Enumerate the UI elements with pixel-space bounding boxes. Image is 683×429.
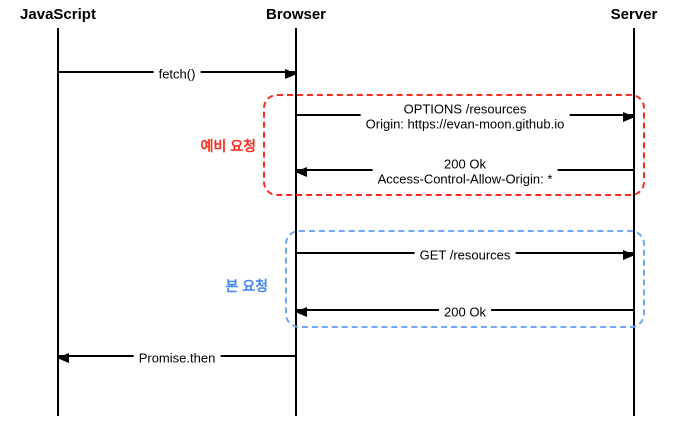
lifeline-javascript <box>57 28 59 416</box>
arrowhead-right-icon <box>623 112 635 122</box>
message-label-line: Origin: https://evan-moon.github.io <box>365 117 565 132</box>
message-label-line: Promise.then <box>138 350 216 366</box>
message-label-line: OPTIONS /resources <box>403 101 527 117</box>
arrowhead-left-icon <box>295 307 307 317</box>
message-label-line: fetch() <box>158 66 196 82</box>
message-main-response: 200 Ok <box>295 304 634 320</box>
actor-label-browser: Browser <box>265 6 327 23</box>
message-label-line: 200 Ok <box>444 156 486 172</box>
message-label: OPTIONS /resources Origin: https://evan-… <box>360 101 570 133</box>
arrowhead-left-icon <box>57 353 69 363</box>
main-request-group-box <box>285 230 645 328</box>
message-get-resources: GET /resources <box>296 247 635 263</box>
arrowhead-right-icon <box>623 250 635 260</box>
message-label: Promise.then <box>133 350 221 366</box>
message-fetch: fetch() <box>58 66 297 82</box>
message-label-line: Access-Control-Allow-Origin: * <box>377 172 553 187</box>
lifeline-server <box>633 28 635 416</box>
message-preflight-response: 200 Ok Access-Control-Allow-Origin: * <box>295 156 634 188</box>
message-label: GET /resources <box>414 247 516 263</box>
message-label-line: GET /resources <box>419 247 511 263</box>
message-label: 200 Ok Access-Control-Allow-Origin: * <box>372 156 558 188</box>
preflight-request-group-label: 예비 요청 <box>200 138 256 154</box>
arrowhead-left-icon <box>295 167 307 177</box>
message-options-resources: OPTIONS /resources Origin: https://evan-… <box>296 101 635 133</box>
message-label: fetch() <box>153 66 201 82</box>
actor-label-javascript: JavaScript <box>20 6 96 23</box>
actor-label-server: Server <box>610 6 658 23</box>
message-label-line: 200 Ok <box>444 304 486 320</box>
lifeline-browser <box>295 28 297 416</box>
arrowhead-right-icon <box>285 69 297 79</box>
message-label: 200 Ok <box>439 304 491 320</box>
main-request-group-label: 본 요청 <box>225 278 268 294</box>
preflight-request-group-box <box>263 94 645 196</box>
message-promise-then: Promise.then <box>57 350 296 366</box>
